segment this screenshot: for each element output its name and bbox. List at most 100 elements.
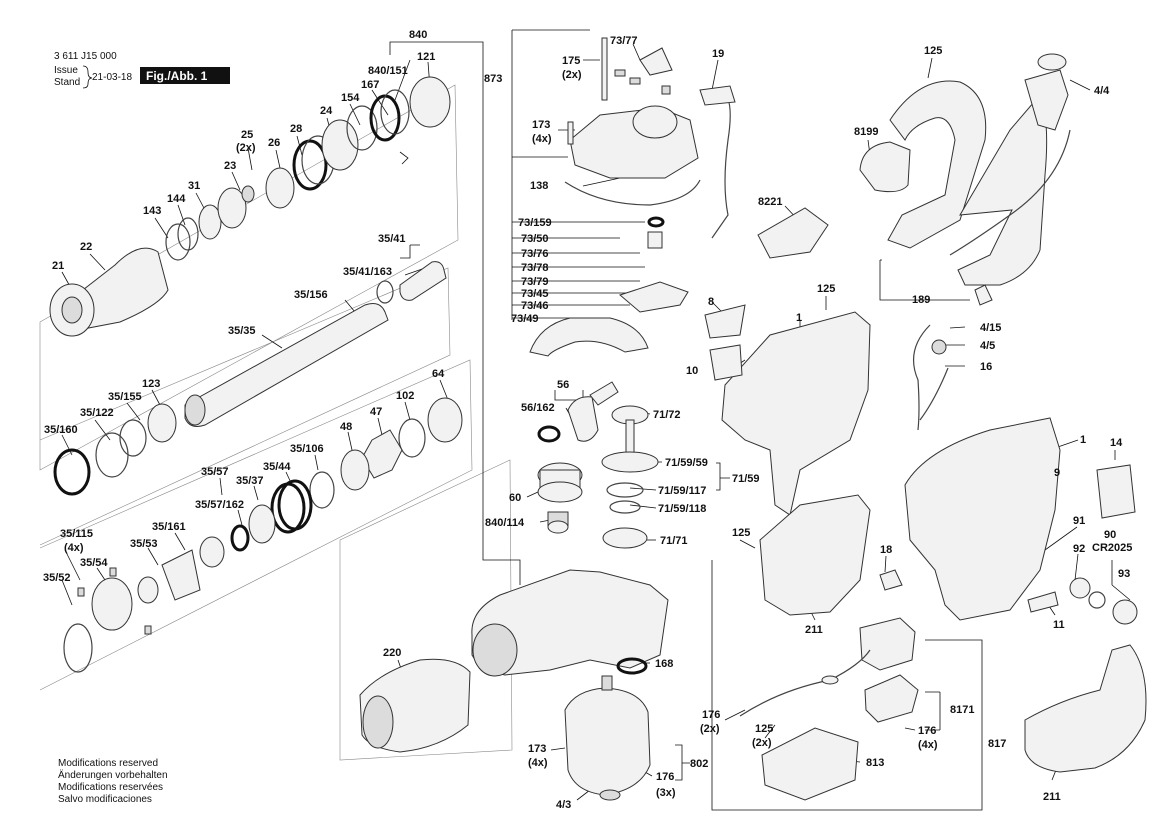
callout-71-59-59: 71/59/59 (665, 457, 708, 469)
figure-badge (140, 67, 230, 84)
callout-23: 23 (224, 160, 236, 172)
callout-1-b: 1 (1080, 434, 1086, 446)
callout-35-115: 35/115 (60, 528, 93, 540)
callout-73-78: 73/78 (521, 262, 549, 274)
callout-35-35: 35/35 (228, 325, 256, 337)
callout-173-b: 173 (528, 743, 546, 755)
callout-138: 138 (530, 180, 548, 192)
callout-35-155: 35/155 (108, 391, 142, 403)
callout-167: 167 (361, 79, 379, 91)
callout-35-156: 35/156 (294, 289, 328, 301)
callout-8171: 8171 (950, 704, 974, 716)
guide-panels (39, 84, 513, 761)
callout-35-161: 35/161 (152, 521, 186, 533)
callout-24: 24 (320, 105, 333, 117)
callout-18: 18 (880, 544, 892, 556)
callout-92: 92 (1073, 543, 1085, 555)
cover-group (529, 37, 736, 357)
figure-label: Fig./Abb. 1 (146, 69, 208, 83)
callout-176-c-qty: (4x) (918, 739, 938, 751)
callout-73-79: 73/79 (521, 276, 549, 288)
callout-154: 154 (341, 92, 360, 104)
callout-56-162: 56/162 (521, 402, 555, 414)
callout-35-54: 35/54 (80, 557, 108, 569)
callout-168: 168 (655, 658, 673, 670)
callout-10: 10 (686, 365, 698, 377)
callout-125-d: 125 (755, 723, 773, 735)
callout-813: 813 (866, 757, 884, 769)
callout-840-114: 840/114 (485, 517, 525, 529)
callout-176-a: 176 (656, 771, 674, 783)
callout-125-a: 125 (924, 45, 942, 57)
callout-labels: 840 121 840/151 167 154 24 28 26 25 (2x)… (43, 29, 1132, 811)
callout-211-a: 211 (805, 624, 823, 636)
callout-102: 102 (396, 390, 414, 402)
callout-35-115-qty: (4x) (64, 542, 84, 554)
callout-71-72: 71/72 (653, 409, 681, 421)
callout-71-59: 71/59 (732, 473, 760, 485)
callout-123: 123 (142, 378, 160, 390)
front-guard (1024, 644, 1147, 773)
callout-73-159: 73/159 (518, 217, 552, 229)
callout-4-5: 4/5 (980, 340, 995, 352)
bracket-lines (389, 29, 1131, 811)
issue-brace (82, 65, 93, 89)
issue-date: 21-03-18 (92, 72, 132, 83)
footer-notes: Modifications reserved Änderungen vorbeh… (58, 758, 168, 805)
callout-35-160: 35/160 (44, 424, 78, 436)
chuck-assembly (49, 76, 451, 337)
callout-8199: 8199 (854, 126, 878, 138)
callout-93: 93 (1118, 568, 1130, 580)
hammer-tube (53, 261, 463, 673)
callout-71-59-117: 71/59/117 (658, 485, 706, 497)
callout-817: 817 (988, 738, 1006, 750)
callout-22: 22 (80, 241, 92, 253)
callout-73-46: 73/46 (521, 300, 549, 312)
callout-175-qty: (2x) (562, 69, 582, 81)
callout-144: 144 (167, 193, 186, 205)
callout-26: 26 (268, 137, 280, 149)
callout-4-4: 4/4 (1094, 85, 1110, 97)
callout-25-qty: (2x) (236, 142, 256, 154)
callout-35-44: 35/44 (263, 461, 291, 473)
callout-9: 9 (1054, 467, 1060, 479)
footer-line-en: Modifications reserved (58, 758, 158, 769)
callout-220: 220 (383, 647, 401, 659)
callout-35-41: 35/41 (378, 233, 406, 245)
callout-73-45: 73/45 (521, 288, 549, 300)
footer-line-fr: Modifications reservées (58, 782, 163, 793)
callout-73-49: 73/49 (511, 313, 539, 325)
callout-173-a-qty: (4x) (532, 133, 552, 145)
callout-173-a: 173 (532, 119, 550, 131)
callout-125-c: 125 (732, 527, 750, 539)
callout-121: 121 (417, 51, 435, 63)
callout-176-c: 176 (918, 725, 936, 737)
callout-73-50: 73/50 (521, 233, 549, 245)
callout-4-3: 4/3 (556, 799, 571, 811)
callout-90: 90 (1104, 529, 1116, 541)
callout-25: 25 (241, 129, 253, 141)
callout-125-b: 125 (817, 283, 835, 295)
callout-35-57: 35/57 (201, 466, 229, 478)
callout-840: 840 (409, 29, 427, 41)
header-block: 3 611 J15 000 Issue Stand 21-03-18 Fig./… (54, 51, 230, 89)
footer-line-de: Änderungen vorbehalten (58, 769, 168, 781)
callout-176-b: 176 (702, 709, 720, 721)
callout-73-77: 73/77 (610, 35, 638, 47)
callout-35-106: 35/106 (290, 443, 324, 455)
callout-8: 8 (708, 296, 714, 308)
callout-35-53: 35/53 (130, 538, 158, 550)
callout-71-71: 71/71 (660, 535, 688, 547)
callout-35-57-162: 35/57/162 (195, 499, 244, 511)
callout-35-37: 35/37 (236, 475, 264, 487)
callout-176-a-qty: (3x) (656, 787, 676, 799)
callout-211-b: 211 (1043, 791, 1061, 803)
electronics-group (739, 617, 919, 801)
callout-31: 31 (188, 180, 200, 192)
callout-1-a: 1 (796, 312, 802, 324)
callout-840-151: 840/151 (368, 65, 408, 77)
callout-48: 48 (340, 421, 352, 433)
callout-125-d-qty: (2x) (752, 737, 772, 749)
doc-number: 3 611 J15 000 (54, 51, 117, 62)
